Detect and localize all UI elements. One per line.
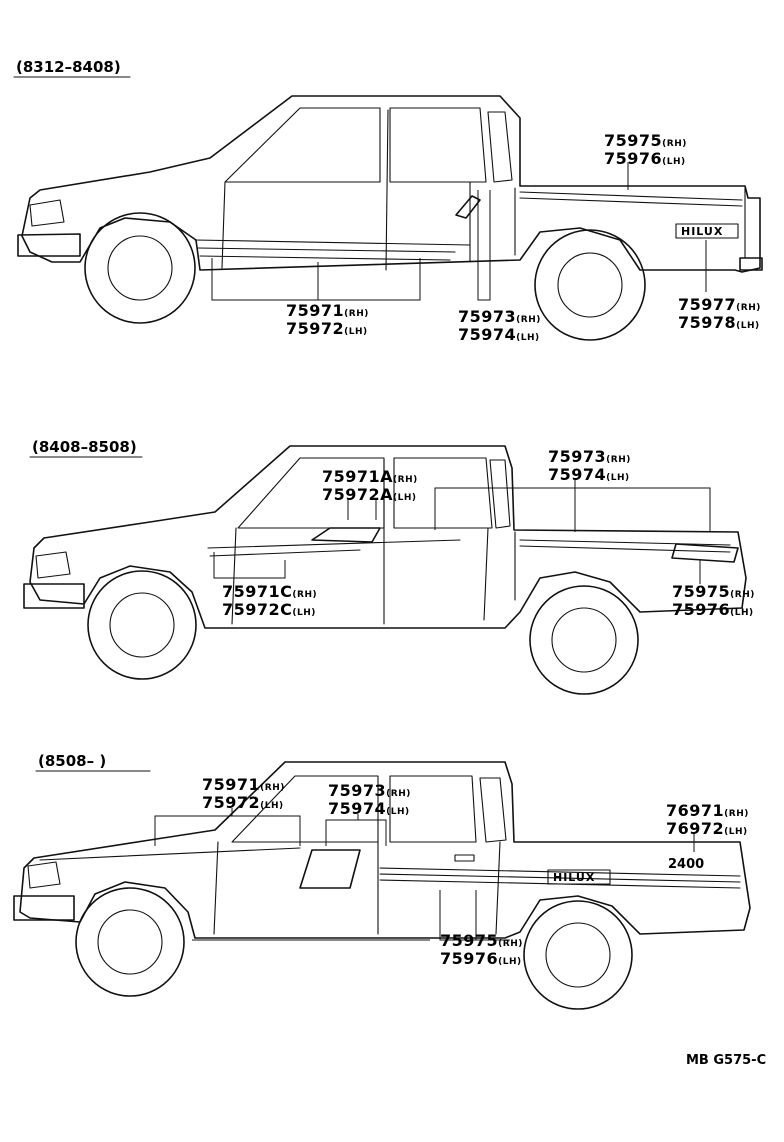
svg-text:75972(LH): 75972(LH) [286, 319, 368, 338]
svg-text:75971(RH): 75971(RH) [286, 301, 369, 320]
svg-text:75975(RH): 75975(RH) [440, 931, 523, 950]
truck-2-rear-wheel [529, 585, 639, 695]
callout-s3-75975: 75975(RH) 75976(LH) [440, 931, 523, 968]
engine-badge-3: 2400 [668, 857, 704, 872]
svg-text:75972A(LH): 75972A(LH) [322, 485, 417, 504]
svg-text:75975(RH): 75975(RH) [672, 582, 755, 601]
callout-s2-75973: 75973(RH) 75974(LH) [548, 447, 631, 484]
leader-s3-c4 [192, 890, 510, 941]
section-1-range: (8312–8408) [16, 58, 121, 76]
svg-text:76972(LH): 76972(LH) [666, 819, 748, 838]
section-2-range: (8408–8508) [32, 438, 137, 456]
svg-text:75973(RH): 75973(RH) [328, 781, 411, 800]
svg-text:75974(LH): 75974(LH) [458, 325, 540, 344]
section-1: (8312–8408) [13, 58, 763, 344]
truck-3-outline [13, 761, 751, 939]
svg-text:75972C(LH): 75972C(LH) [222, 600, 316, 619]
svg-text:75974(LH): 75974(LH) [548, 465, 630, 484]
hilux-badge-3 [547, 869, 611, 885]
decal-large-4 [299, 849, 361, 889]
script-decal-2 [671, 543, 739, 563]
leader-s3-c2 [325, 814, 387, 846]
callout-s2-75975: 75975(RH) 75976(LH) [672, 582, 755, 619]
callout-s3-76971: 76971(RH) 76972(LH) [666, 801, 749, 838]
callout-s1-75977: 75977(RH) 75978(LH) [678, 295, 761, 332]
figure-code: MB G575-C [686, 1053, 766, 1068]
truck-3-front-wheel [75, 887, 185, 997]
hilux-badge-1-text: HILUX [681, 225, 723, 238]
svg-text:75973(RH): 75973(RH) [548, 447, 631, 466]
callout-s3-75971: 75971(RH) 75972(LH) [202, 775, 285, 812]
svg-text:75971(RH): 75971(RH) [202, 775, 285, 794]
svg-text:75971A(RH): 75971A(RH) [322, 467, 418, 486]
truck-2-front-wheel [87, 570, 197, 680]
callout-s1-75973: 75973(RH) 75974(LH) [458, 307, 541, 344]
svg-text:75972(LH): 75972(LH) [202, 793, 284, 812]
leader-s2-c2 [434, 480, 711, 532]
callout-s2-75971A: 75971A(RH) 75972A(LH) [322, 467, 418, 504]
svg-text:75978(LH): 75978(LH) [678, 313, 760, 332]
truck-1-front-wheel [84, 212, 196, 324]
svg-text:76971(RH): 76971(RH) [666, 801, 749, 820]
section-3: (8508– ) HILUX 2 [13, 752, 751, 1010]
svg-text:75976(LH): 75976(LH) [604, 149, 686, 168]
leader-s2-c1 [347, 500, 377, 520]
svg-text:75977(RH): 75977(RH) [678, 295, 761, 314]
svg-text:75976(LH): 75976(LH) [440, 949, 522, 968]
leader-s2-c3 [213, 552, 286, 579]
svg-text:75976(LH): 75976(LH) [672, 600, 754, 619]
leader-s3-c1 [154, 808, 301, 846]
svg-text:75975(RH): 75975(RH) [604, 131, 687, 150]
section-2: (8408–8508) [23, 438, 755, 695]
truck-2-outline [23, 445, 747, 629]
leader-s1-c2 [211, 258, 421, 301]
callout-s2-75971C: 75971C(RH) 75972C(LH) [222, 582, 317, 619]
callout-s1-75975: 75975(RH) 75976(LH) [604, 131, 687, 168]
svg-text:75974(LH): 75974(LH) [328, 799, 410, 818]
truck-3-rear-wheel [523, 900, 633, 1010]
truck-1-rear-wheel [534, 229, 646, 341]
hilux-badge-1 [675, 223, 739, 239]
hilux-badge-3-text: HILUX [553, 871, 595, 884]
callout-s1-75971: 75971(RH) 75972(LH) [286, 301, 369, 338]
callout-s3-75973: 75973(RH) 75974(LH) [328, 781, 411, 818]
truck-1-outline [17, 95, 763, 273]
svg-text:75973(RH): 75973(RH) [458, 307, 541, 326]
svg-text:75971C(RH): 75971C(RH) [222, 582, 317, 601]
leader-s1-c3 [477, 190, 491, 301]
section-3-range: (8508– ) [38, 752, 106, 770]
